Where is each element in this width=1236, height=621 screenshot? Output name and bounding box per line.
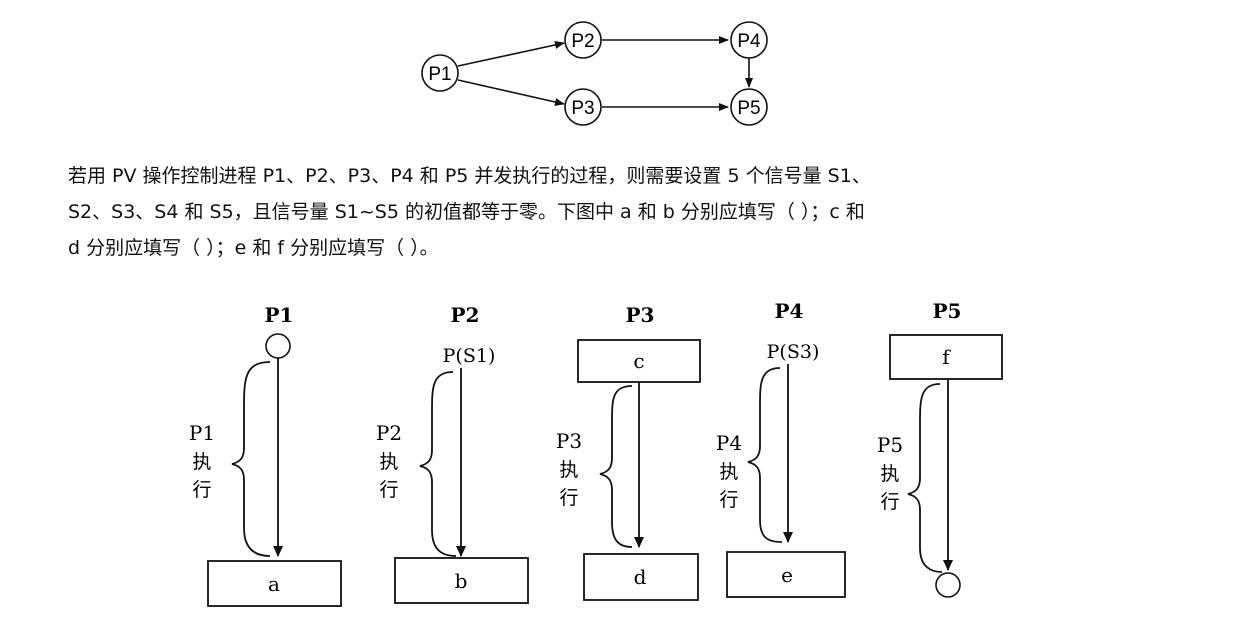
side-label-3: 行	[559, 487, 578, 509]
precedence-graph: P1 P2 P3 P4 P5	[421, 21, 768, 126]
svg-text:P3: P3	[571, 98, 594, 119]
question-line-3: d 分别应填写（ ）；e 和 f 分别应填写（ ）。	[68, 237, 439, 259]
question-text: 若用 PV 操作控制进程 P1、P2、P3、P4 和 P5 并发执行的过程，则需…	[68, 158, 1208, 266]
edge-p1-p2	[457, 40, 565, 67]
side-label-2: 执	[719, 461, 738, 483]
side-brace	[747, 367, 783, 543]
start-circle	[265, 333, 291, 359]
bottom-box-label: a	[268, 572, 280, 596]
graph-node-p2: P2	[564, 21, 602, 59]
question-line-2: S2、S3、S4 和 S5，且信号量 S1~S5 的初值都等于零。下图中 a 和…	[68, 201, 865, 223]
top-box	[577, 339, 701, 383]
svg-text:P1: P1	[428, 64, 451, 85]
side-label-2: 执	[559, 459, 578, 481]
process-title: P3	[626, 303, 655, 327]
top-box	[889, 334, 1003, 380]
bottom-box-label: d	[634, 565, 647, 589]
bottom-box-label: b	[455, 569, 468, 593]
process-p1: P1 P1 执 行 a	[189, 303, 342, 607]
side-label-1: P5	[877, 433, 903, 457]
side-label-3: 行	[719, 489, 738, 511]
bottom-box	[583, 553, 699, 601]
top-label: P(S3)	[767, 341, 820, 363]
process-p2: P2 P(S1) P2 执 行 b	[376, 303, 529, 604]
side-label-2: 执	[379, 451, 398, 473]
side-label-1: P1	[189, 421, 215, 445]
process-p3: P3 c P3 执 行 d	[556, 303, 701, 601]
bottom-box-label: e	[781, 563, 793, 587]
side-brace	[231, 361, 271, 557]
side-brace	[599, 385, 633, 548]
svg-text:P4: P4	[737, 31, 761, 52]
bottom-box	[207, 560, 342, 607]
side-label-1: P4	[716, 431, 742, 455]
side-label-2: 执	[192, 451, 211, 473]
top-label: P(S1)	[443, 345, 496, 367]
side-label-3: 行	[880, 491, 899, 513]
side-brace	[419, 371, 457, 557]
svg-text:P2: P2	[571, 31, 594, 52]
side-brace	[907, 383, 943, 573]
process-title: P5	[933, 299, 962, 323]
graph-node-p1: P1	[421, 54, 459, 92]
svg-text:P5: P5	[737, 98, 760, 119]
edge-p1-p3	[457, 79, 565, 106]
process-title: P4	[775, 299, 804, 323]
bottom-box	[394, 557, 529, 604]
top-box-label: c	[633, 349, 644, 373]
process-title: P2	[451, 303, 480, 327]
bottom-box	[726, 551, 846, 598]
side-label-2: 执	[880, 463, 899, 485]
graph-node-p4: P4	[730, 21, 768, 59]
side-label-3: 行	[379, 479, 398, 501]
graph-node-p5: P5	[730, 88, 768, 126]
side-label-1: P3	[556, 429, 582, 453]
graph-node-p3: P3	[564, 88, 602, 126]
process-title: P1	[265, 303, 294, 327]
process-p5: P5 f P5 执 行	[877, 299, 1003, 598]
question-line-1: 若用 PV 操作控制进程 P1、P2、P3、P4 和 P5 并发执行的过程，则需…	[68, 165, 871, 187]
side-label-3: 行	[192, 479, 211, 501]
top-box-label: f	[942, 345, 951, 369]
side-label-1: P2	[376, 421, 402, 445]
process-p4: P4 P(S3) P4 执 行 e	[716, 299, 846, 598]
end-circle	[935, 572, 961, 598]
